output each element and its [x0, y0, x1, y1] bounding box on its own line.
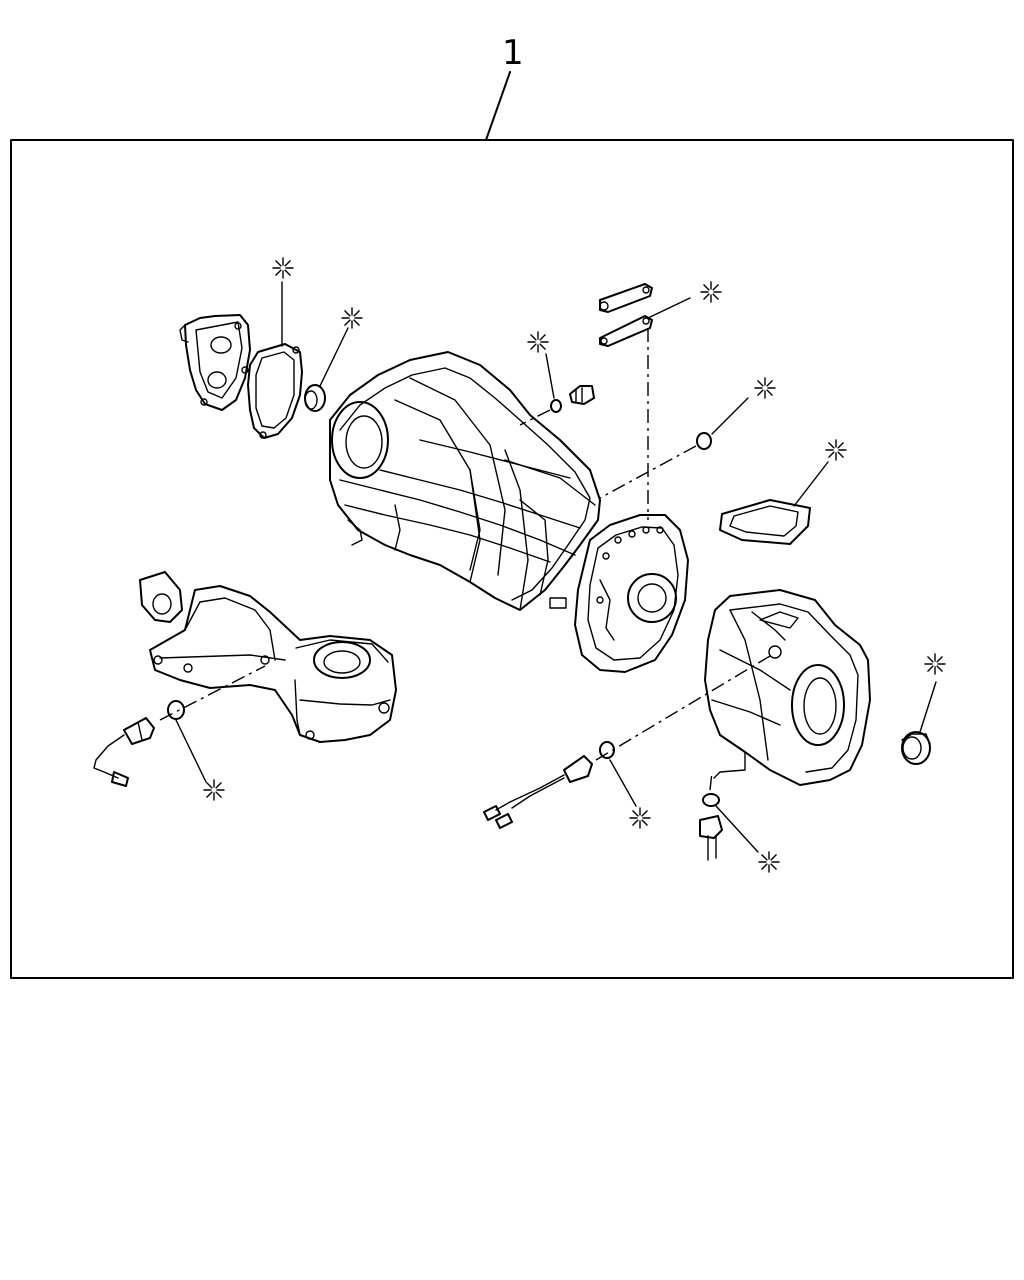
- switch-lower-centerline: [595, 655, 771, 761]
- drain-oring-leader: [715, 805, 759, 853]
- marker-symbol: [700, 281, 722, 303]
- oil-seal-right: [901, 731, 931, 765]
- washer-centerline: [519, 409, 551, 426]
- marker-symbol: [754, 377, 776, 399]
- rear-cover-gasket: [247, 343, 303, 439]
- cover-gasket-leader: [793, 461, 829, 507]
- marker-symbol: [825, 439, 847, 461]
- shift-lever-housing: [139, 571, 397, 743]
- marker-symbols: [203, 257, 946, 873]
- switch-left: [93, 717, 155, 787]
- o-ring-centerline: [599, 445, 697, 499]
- o-ring: [696, 432, 712, 450]
- switch-left-centerline: [159, 665, 266, 721]
- drain-centerline: [709, 771, 713, 791]
- oil-seal-upper: [304, 384, 326, 412]
- marker-symbol: [629, 807, 651, 829]
- washer-lower-leader: [609, 759, 637, 807]
- interlock-plate: [599, 283, 653, 347]
- plate-leader: [647, 297, 691, 319]
- marker-symbol: [341, 307, 363, 329]
- marker-symbol: [758, 851, 780, 873]
- washer-left: [167, 700, 185, 720]
- oil-seal-right-leader: [919, 681, 937, 733]
- cover-gasket: [719, 499, 811, 545]
- rear-cover: [179, 314, 251, 411]
- transmission-case: [329, 351, 601, 611]
- marker-symbol: [272, 257, 294, 279]
- washer-leader-top: [545, 353, 555, 399]
- extension-housing: [704, 589, 871, 786]
- drain-bolt: [699, 793, 723, 861]
- marker-symbol: [527, 331, 549, 353]
- callout-number: 1: [502, 33, 524, 73]
- washer-left-leader: [175, 719, 207, 783]
- o-ring-leader: [711, 397, 749, 435]
- intermediate-plate: [574, 514, 689, 673]
- switch-lower: [483, 755, 593, 829]
- oil-seal-leader: [319, 327, 349, 387]
- marker-symbol: [203, 779, 225, 801]
- marker-symbol: [924, 653, 946, 675]
- plug-switch: [550, 385, 595, 413]
- callout-leader: [485, 71, 511, 141]
- assembly-frame: [10, 139, 1014, 979]
